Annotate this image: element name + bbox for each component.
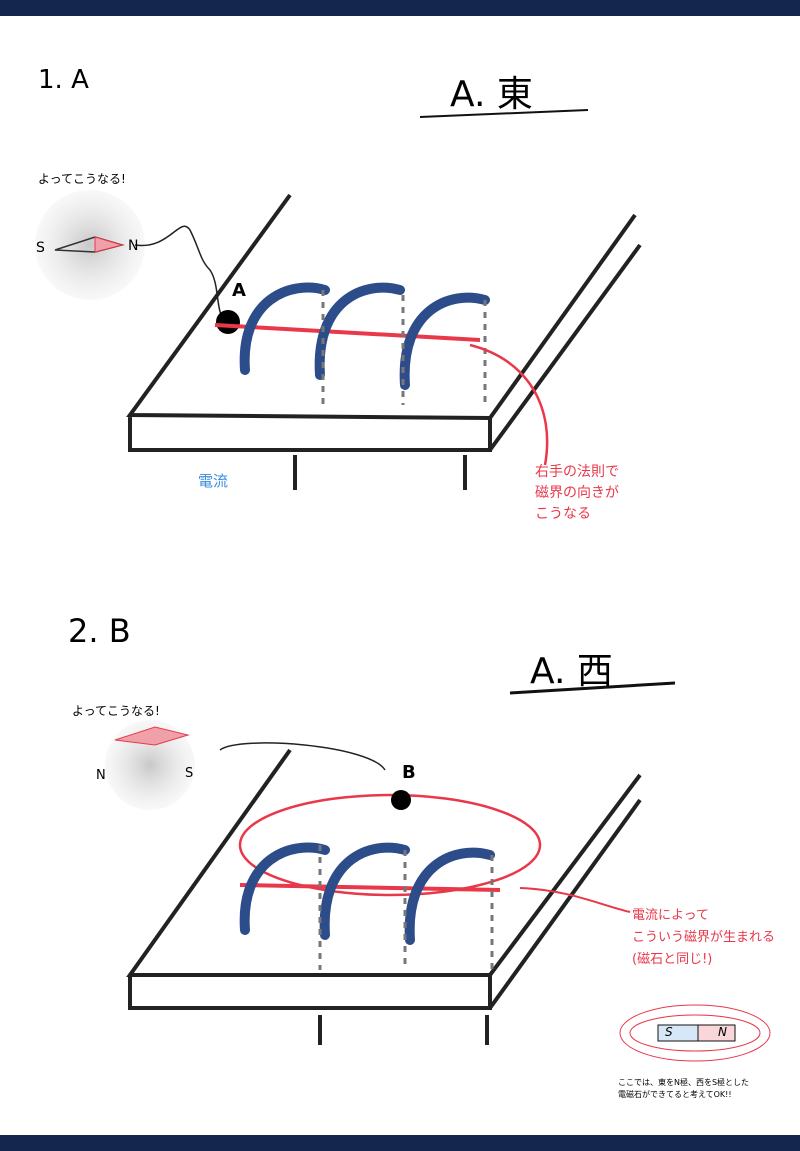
pole-n-2: N bbox=[96, 768, 106, 783]
answer-underline-2 bbox=[509, 681, 676, 695]
point-a bbox=[216, 310, 240, 334]
footnote: ここでは、東をN極、西をS極とした電磁石ができてると考えてOK!! bbox=[618, 1078, 750, 1099]
board-2 bbox=[126, 748, 642, 1045]
compass-caption-1: よってこうなる! bbox=[38, 172, 126, 186]
board-1 bbox=[126, 193, 642, 490]
current-arrow-1 bbox=[214, 323, 481, 342]
note-1: 右手の法則で磁界の向きがこうなる bbox=[535, 464, 619, 522]
question-1-label: 1. A bbox=[38, 65, 89, 95]
answer-2: A. 西 bbox=[530, 651, 613, 692]
pole-s-2: S bbox=[185, 766, 194, 781]
magnet-n: N bbox=[718, 1025, 727, 1039]
answer-1: A. 東 bbox=[450, 74, 533, 115]
bar-magnet bbox=[619, 1004, 771, 1062]
pole-n-1: N bbox=[128, 238, 139, 254]
point-a-label: A bbox=[232, 280, 246, 301]
pole-s-1: S bbox=[36, 240, 45, 256]
question-2-label: 2. B bbox=[68, 612, 131, 650]
field-loop bbox=[238, 793, 542, 897]
magnet-s: S bbox=[665, 1025, 673, 1039]
compass-2 bbox=[105, 720, 195, 810]
top-bar bbox=[0, 0, 800, 16]
current-label: 電流 bbox=[198, 472, 229, 490]
point-b bbox=[391, 790, 411, 810]
bottom-bar bbox=[0, 1135, 800, 1151]
point-b-label: B bbox=[402, 762, 416, 783]
note-2: 電流によってこういう磁界が生まれる(磁石と同じ!) bbox=[632, 908, 776, 967]
compass-caption-2: よってこうなる! bbox=[72, 704, 160, 718]
compass-1 bbox=[35, 190, 145, 300]
answer-underline-1 bbox=[419, 109, 589, 118]
